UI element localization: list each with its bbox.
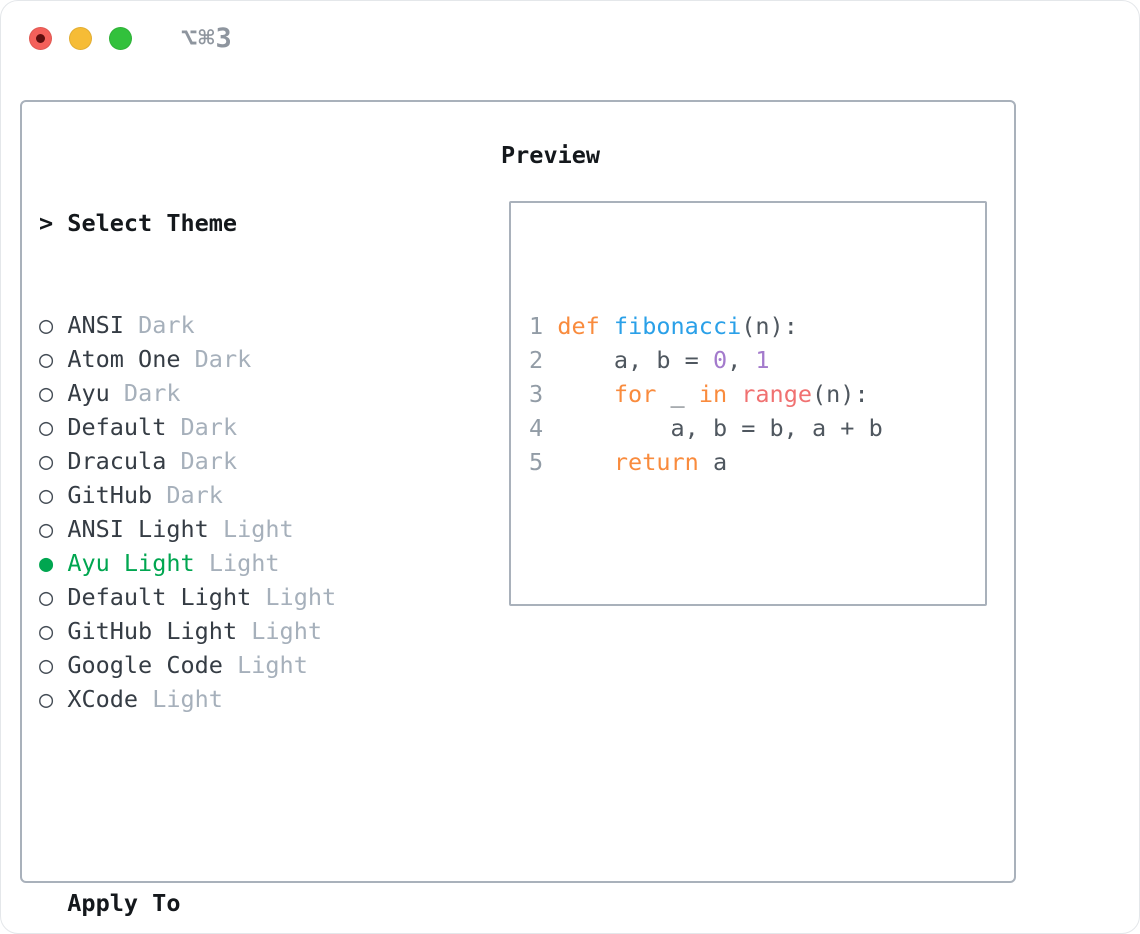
zoom-button[interactable] (109, 26, 132, 50)
line-number: 2 (529, 346, 544, 374)
token-keyword: for (613, 380, 657, 408)
radio-unselected-icon: ○ (39, 617, 54, 645)
token-plain (727, 380, 741, 408)
line-number: 5 (529, 448, 544, 476)
code-line: 4 a, b = b, a + b (529, 411, 985, 445)
theme-option[interactable]: ● Ayu Light Light (39, 546, 435, 580)
code-line: 3 for _ in range(n): (529, 377, 985, 411)
code-line: 1 def fibonacci(n): (529, 309, 985, 343)
window-shortcut-label: ⌥⌘3 (181, 22, 233, 54)
radio-unselected-icon: ○ (39, 345, 54, 373)
theme-option[interactable]: ○ Default Light Light (39, 580, 435, 614)
option-variant-label: Light (152, 685, 223, 713)
theme-option[interactable]: ○ XCode Light (39, 682, 435, 716)
spacer (39, 784, 435, 818)
token-plain: _ (656, 380, 699, 408)
theme-option[interactable]: ○ GitHub Light Light (39, 614, 435, 648)
close-button[interactable] (29, 26, 52, 50)
token-plain: (n): (812, 380, 869, 408)
option-variant-label: Dark (166, 481, 223, 509)
token-plain: a, b = b, a + b (557, 414, 883, 442)
radio-unselected-icon: ○ (39, 311, 54, 339)
option-variant-label: Light (265, 583, 337, 611)
option-variant-label: Light (222, 515, 294, 543)
radio-unselected-icon: ○ (39, 685, 54, 713)
token-plain: a (698, 448, 728, 476)
theme-option[interactable]: ○ ANSI Dark (39, 308, 435, 342)
radio-unselected-icon: ○ (39, 583, 54, 611)
minimize-button[interactable] (69, 26, 92, 50)
select-theme-header: > Select Theme (39, 206, 435, 240)
radio-unselected-icon: ○ (39, 379, 54, 407)
token-plain (600, 312, 614, 340)
theme-option[interactable]: ○ Google Code Light (39, 648, 435, 682)
option-label: GitHub (67, 481, 153, 509)
theme-option[interactable]: ○ Ayu Dark (39, 376, 435, 410)
theme-option[interactable]: ○ GitHub Dark (39, 478, 435, 512)
option-variant-label: Light (208, 549, 280, 577)
theme-option[interactable]: ○ Dracula Dark (39, 444, 435, 478)
token-keyword: def (557, 312, 600, 340)
token-keyword: return (613, 448, 699, 476)
token-function: fibonacci (613, 312, 742, 340)
theme-option[interactable]: ○ Atom One Dark (39, 342, 435, 376)
theme-option[interactable]: ○ Default Dark (39, 410, 435, 444)
code-line: 5 return a (529, 445, 985, 479)
option-label: ANSI (67, 311, 124, 339)
option-variant-label: Dark (180, 447, 238, 475)
token-plain: a, b = (557, 346, 713, 374)
token-builtin: range (741, 380, 813, 408)
option-variant-label: Dark (180, 413, 238, 441)
option-variant-label: Dark (194, 345, 252, 373)
close-dot-icon (36, 33, 45, 43)
token-plain (557, 380, 614, 408)
preview-header-label: Preview (501, 141, 601, 169)
radio-unselected-icon: ○ (39, 651, 54, 679)
radio-unselected-icon: ○ (39, 515, 54, 543)
token-number: 0 (712, 346, 728, 374)
option-label: Default (67, 413, 167, 441)
option-label: Dracula (67, 447, 167, 475)
line-number: 1 (529, 312, 544, 340)
option-variant-label: Dark (123, 379, 181, 407)
token-plain: , (727, 346, 756, 374)
line-number: 3 (529, 380, 544, 408)
line-number: 4 (529, 414, 544, 442)
token-keyword: in (698, 380, 728, 408)
radio-unselected-icon: ○ (39, 447, 54, 475)
option-variant-label: Light (251, 617, 322, 645)
main-panel: > Select Theme ○ ANSI Dark○ Atom One Dar… (20, 100, 1016, 917)
token-plain: (n): (741, 312, 798, 340)
theme-option[interactable]: ○ ANSI Light Light (39, 512, 435, 546)
apply-to-header: Apply To (67, 889, 181, 917)
token-number: 1 (755, 346, 770, 374)
option-label: Ayu (67, 379, 110, 407)
option-label: XCode (67, 685, 139, 713)
radio-unselected-icon: ○ (39, 413, 54, 441)
option-label: GitHub Light (67, 617, 238, 645)
theme-list: ○ ANSI Dark○ Atom One Dark○ Ayu Dark○ De… (39, 308, 435, 716)
focus-caret-icon: > (39, 209, 68, 237)
option-label: ANSI Light (67, 515, 209, 543)
option-variant-label: Dark (138, 311, 195, 339)
select-theme-header-label: Select Theme (67, 209, 238, 237)
option-variant-label: Light (237, 651, 308, 679)
titlebar: ⌥⌘3 (29, 23, 233, 54)
option-label: Atom One (67, 345, 181, 373)
blank-line (529, 479, 985, 513)
radio-unselected-icon: ○ (39, 481, 54, 509)
token-plain (557, 448, 614, 476)
option-label: Ayu Light (67, 549, 195, 577)
option-label: Google Code (67, 651, 223, 679)
theme-list-column: > Select Theme ○ ANSI Dark○ Atom One Dar… (39, 138, 435, 933)
code-line: 2 a, b = 0, 1 (529, 343, 985, 377)
radio-selected-icon: ● (39, 549, 54, 577)
option-label: Default Light (67, 583, 252, 611)
